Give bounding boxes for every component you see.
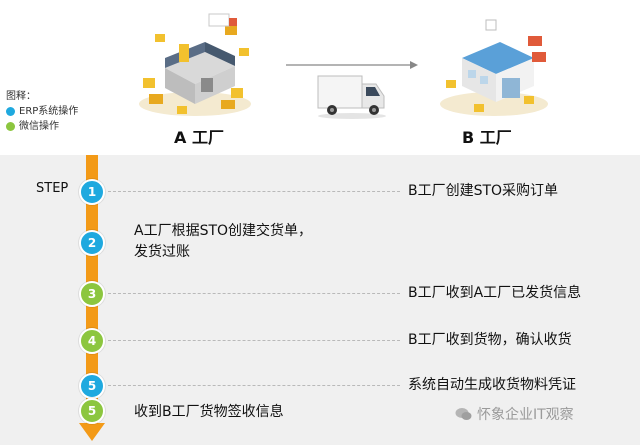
step-text-3: B工厂收到A工厂已发货信息 xyxy=(408,285,582,301)
legend-item-erp: ERP系统操作 xyxy=(6,104,78,119)
legend-label-erp: ERP系统操作 xyxy=(19,106,79,117)
step-text-2-line2: 发货过账 xyxy=(134,244,190,260)
step-connector-3 xyxy=(108,293,400,294)
erp-dot-icon xyxy=(6,107,15,116)
step-node-3: 3 xyxy=(79,281,105,307)
watermark-text: 怀象企业IT观察 xyxy=(477,407,574,423)
step-node-5-erp: 5 xyxy=(79,373,105,399)
factory-b-illustration xyxy=(440,19,548,116)
step-node-5-wechat: 5 xyxy=(79,398,105,424)
step-label: STEP xyxy=(36,181,69,196)
step-text-5-erp: 系统自动生成收货物料凭证 xyxy=(408,377,576,393)
legend-item-wechat: 微信操作 xyxy=(6,119,78,134)
step-text-1: B工厂创建STO采购订单 xyxy=(408,183,559,199)
step-node-2: 2 xyxy=(79,230,105,256)
wechat-dot-icon xyxy=(6,122,15,131)
factory-a-label: A 工厂 xyxy=(174,128,224,147)
timeline-arrow-icon xyxy=(79,423,105,441)
wechat-icon xyxy=(455,408,472,420)
step-text-4: B工厂收到货物，确认收货 xyxy=(408,332,572,348)
step-text-5-wechat: 收到B工厂货物签收信息 xyxy=(134,404,284,420)
step-connector-1 xyxy=(108,191,400,192)
watermark: 怀象企业IT观察 xyxy=(455,404,574,424)
step-connector-4 xyxy=(108,340,400,341)
step-text-2-line1: A工厂根据STO创建交货单， xyxy=(134,223,313,239)
illustration-header: A 工厂 B 工厂 图释： ERP系统操作 微信操作 xyxy=(0,0,640,155)
legend: 图释： ERP系统操作 微信操作 xyxy=(6,89,78,134)
legend-title: 图释： xyxy=(6,91,36,102)
legend-label-wechat: 微信操作 xyxy=(19,121,59,132)
step-node-4: 4 xyxy=(79,328,105,354)
factory-b-label: B 工厂 xyxy=(462,128,512,147)
step-node-1: 1 xyxy=(79,179,105,205)
shipping-arrow xyxy=(286,61,418,69)
factory-a-illustration xyxy=(139,13,251,116)
step-connector-5 xyxy=(108,385,400,386)
truck-icon xyxy=(317,75,386,119)
process-steps-panel xyxy=(0,155,640,445)
